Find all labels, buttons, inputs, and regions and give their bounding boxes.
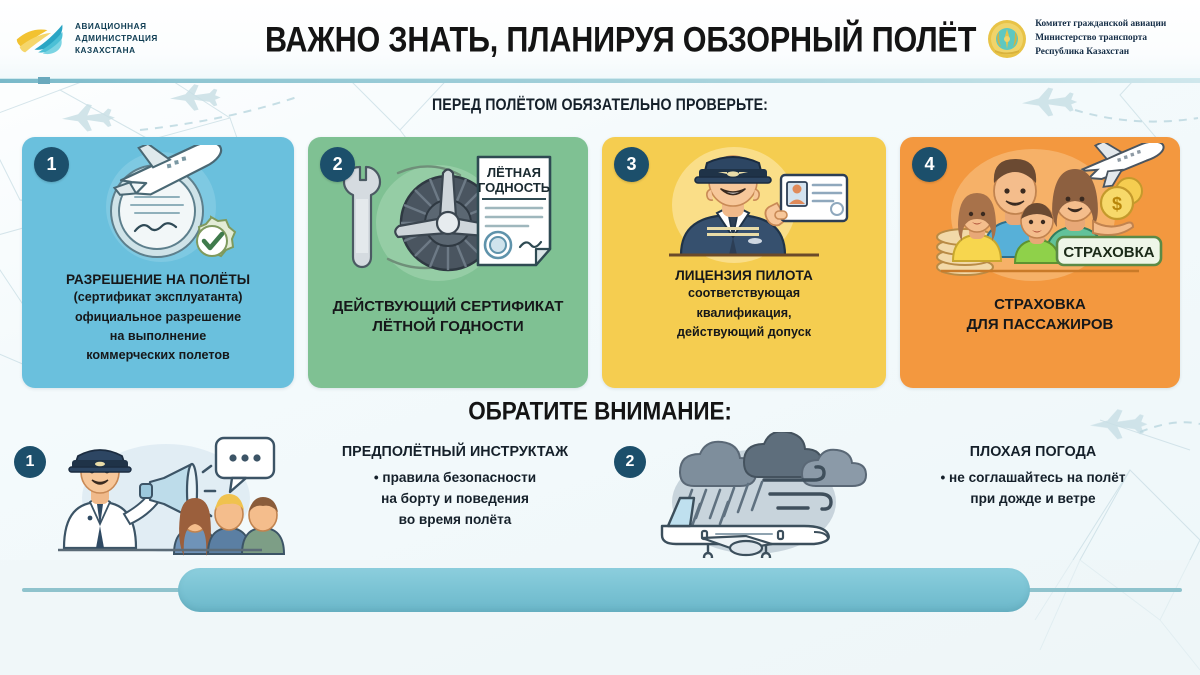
svg-text:$: $ (1112, 194, 1122, 214)
note-1-line-3: во время полёта (398, 512, 512, 528)
card-airworthiness-certificate[interactable]: 2 (308, 137, 589, 388)
page-title: ВАЖНО ЗНАТЬ, ПЛАНИРУЯ ОБЗОРНЫЙ ПОЛЁТ (264, 18, 977, 59)
insurance-badge-label: СТРАХОВКА (1063, 244, 1154, 261)
note-badge-1: 1 (14, 446, 46, 478)
kazakhstan-committee-logo: Комитет гражданской авиации Министерство… (987, 18, 1200, 60)
page-title-wrap: ВАЖНО ЗНАТЬ, ПЛАНИРУЯ ОБЗОРНЫЙ ПОЛЁТ (254, 18, 987, 59)
aak-logo-line-3: КАЗАХСТАНА (75, 45, 136, 55)
page-header: АВИАЦИОННАЯ АДМИНИСТРАЦИЯ КАЗАХСТАНА ВАЖ… (0, 0, 1200, 78)
note-badge-2: 2 (614, 446, 646, 478)
header-divider-cap (38, 77, 50, 84)
committee-line-3: Республика Казахстан (1035, 46, 1130, 57)
checklist-subtitle: ПЕРЕД ПОЛЁТОМ ОБЯЗАТЕЛЬНО ПРОВЕРЬТЕ: (432, 96, 768, 115)
card-3-text: ЛИЦЕНЗИЯ ПИЛОТА соответствующая квалифик… (602, 267, 886, 388)
footer-bar (178, 568, 1030, 612)
note-2-title: ПЛОХАЯ ПОГОДА (969, 444, 1097, 460)
family-insurance-icon: $ СТРАХОВКА (900, 137, 1180, 285)
bad-weather-plane-icon (646, 430, 876, 566)
aak-logo-text: АВИАЦИОННАЯ АДМИНИСТРАЦИЯ КАЗАХСТАНА (75, 21, 158, 57)
note-2-line-1: не соглашайтесь на полёт (949, 470, 1126, 485)
doc-label-line-2: ГОДНОСТЬ (478, 180, 550, 195)
committee-line-2: Министерство транспорта (1035, 33, 1148, 44)
aviation-administration-kazakhstan-logo: АВИАЦИОННАЯ АДМИНИСТРАЦИЯ КАЗАХСТАНА (14, 19, 254, 59)
card-3-line-3: действующий допуск (677, 324, 812, 339)
card-1-line-2: официальное разрешение (74, 309, 242, 324)
card-badge-4: 4 (912, 147, 948, 182)
pilot-license-icon (602, 137, 886, 267)
note-1-bullets: • правила безопасности на борту и поведе… (296, 467, 614, 530)
note-2-bullets: • не соглашайтесь на полёт при дожде и в… (876, 467, 1190, 509)
card-2-title: ДЕЙСТВУЮЩИЙ СЕРТИФИКАТ (332, 298, 564, 315)
note-2-text: ПЛОХАЯ ПОГОДА • не соглашайтесь на полёт… (876, 432, 1190, 509)
note-2-bullet-marker: • (940, 470, 946, 485)
card-3-line-2: квалификация, (696, 305, 792, 320)
card-1-title: РАЗРЕШЕНИЕ НА ПОЛЁТЫ (65, 272, 251, 287)
note-2-line-2: при дожде и ветре (970, 491, 1096, 507)
card-1-line-3: на выполнение (109, 328, 207, 343)
card-4-text: СТРАХОВКА ДЛЯ ПАССАЖИРОВ (900, 285, 1180, 388)
card-badge-2: 2 (320, 147, 356, 182)
card-badge-3: 3 (614, 147, 650, 182)
card-flight-permit[interactable]: 1 (22, 137, 295, 388)
card-4-title: СТРАХОВКА (994, 296, 1086, 313)
doc-label-line-1: ЛЁТНАЯ (487, 165, 541, 180)
aak-logo-line-2: АДМИНИСТРАЦИЯ (75, 34, 158, 44)
note-preflight-briefing[interactable]: 1 (14, 432, 614, 562)
card-passenger-insurance[interactable]: 4 (900, 137, 1180, 388)
note-1-title: ПРЕДПОЛЁТНЫЙ ИНСТРУКТАЖ (341, 444, 569, 460)
card-4-title-2: ДЛЯ ПАССАЖИРОВ (966, 315, 1114, 333)
card-1-text: РАЗРЕШЕНИЕ НА ПОЛЁТЫ (сертификат эксплуа… (22, 271, 294, 388)
note-bad-weather[interactable]: 2 (614, 430, 1190, 566)
card-2-title-2: ЛЁТНОЙ ГОДНОСТИ (372, 317, 524, 335)
card-3-title: ЛИЦЕНЗИЯ ПИЛОТА (675, 268, 813, 283)
certificate-plane-check-icon (22, 137, 294, 271)
card-2-text: ДЕЙСТВУЮЩИЙ СЕРТИФИКАТ ЛЁТНОЙ ГОДНОСТИ (308, 289, 588, 388)
card-3-line-1: соответствующая (687, 286, 801, 301)
wrench-turbine-document-icon: ЛЁТНАЯ ГОДНОСТЬ (308, 137, 588, 289)
card-badge-1: 1 (34, 147, 69, 182)
header-divider (0, 78, 1200, 83)
checklist-cards: 1 (22, 137, 1180, 388)
pilot-megaphone-passengers-icon (46, 432, 296, 563)
note-1-line-2: на борту и поведения (381, 491, 529, 507)
kazakhstan-emblem-icon (987, 19, 1027, 59)
attention-heading: ОБРАТИТЕ ВНИМАНИЕ: (468, 397, 732, 425)
committee-line-1: Комитет гражданской авиации (1035, 19, 1167, 30)
aak-wing-mark-icon (14, 19, 66, 59)
aak-logo-line-1: АВИАЦИОННАЯ (75, 22, 147, 32)
note-1-bullet-marker: • (373, 470, 379, 485)
note-1-text: ПРЕДПОЛЁТНЫЙ ИНСТРУКТАЖ • правила безопа… (296, 432, 614, 530)
note-1-line-1: правила безопасности (382, 470, 537, 485)
attention-notes: 1 (14, 430, 1190, 566)
kazakhstan-committee-text: Комитет гражданской авиации Министерство… (1035, 18, 1166, 60)
card-1-line-1: (сертификат эксплуатанта) (73, 290, 243, 305)
card-pilot-license[interactable]: 3 (602, 137, 887, 388)
card-1-line-4: коммерческих полетов (86, 347, 230, 362)
